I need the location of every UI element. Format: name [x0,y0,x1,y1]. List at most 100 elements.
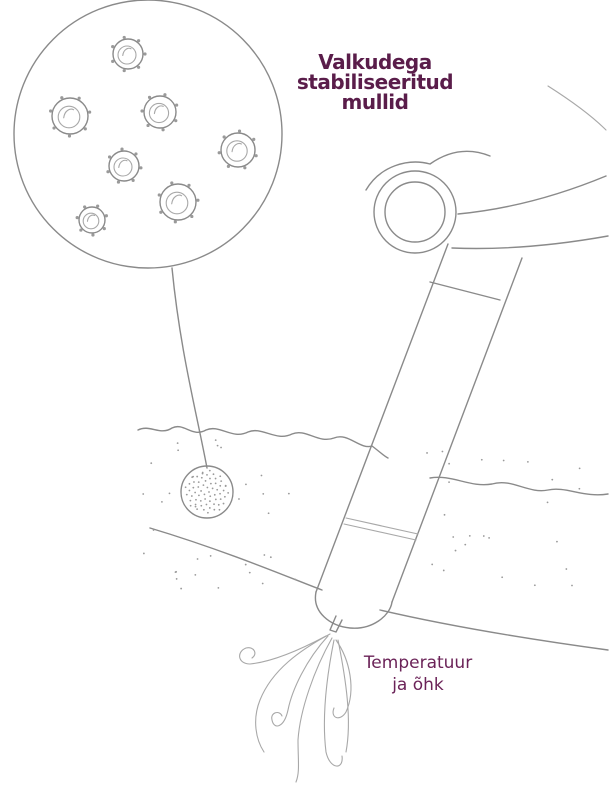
bubbles-label-line-2: stabiliseeritud [290,72,460,92]
foam-dot [443,570,445,572]
foam-dots [142,439,580,589]
sample-dot [220,498,222,500]
foam-dot [503,460,505,462]
protein-dot [163,93,166,96]
sample-dot [200,500,202,502]
protein-dot [148,96,151,99]
bubble-highlight [172,195,182,204]
protein-dot [68,134,71,137]
wand-pipe-lower-edge [452,236,608,249]
foam-dot [161,501,163,503]
protein-dot [106,170,109,173]
sample-dot [189,483,191,485]
outlet-label-line-1: Temperatuur [348,652,488,674]
protein-dot [123,36,126,39]
protein-dot [140,109,143,112]
sample-dot [220,480,222,482]
protein-dot [111,60,114,63]
swirl-2 [240,636,326,664]
magnifier-connector-line [172,268,207,468]
protein-dot [84,127,87,130]
sample-dot [204,498,206,500]
sample-dots [185,470,229,514]
wand-joint-line [430,282,500,300]
protein-dot [52,126,55,129]
protein-dot [137,39,140,42]
foam-dot [176,578,178,580]
wand-right-edge [392,258,522,602]
bubbles-label-line-3: mullid [290,92,460,112]
sample-dot [219,475,221,477]
sample-dot [216,489,218,491]
protein-dot [134,152,137,155]
protein-dot [111,45,114,48]
sample-dot [198,481,200,483]
protein-dot [159,211,162,214]
foam-dot [579,467,581,469]
protein-dot [143,52,146,55]
foam-dot [180,588,182,590]
foam-dot [501,576,503,578]
protein-dot [139,166,142,169]
foam-dot [175,571,177,573]
foam-dot [195,506,197,508]
foam-dot [150,462,152,464]
bubble-highlight [119,160,127,167]
foam-dot [245,564,247,566]
protein-dot [76,216,79,219]
sample-dot [219,493,221,495]
sample-dot [209,478,211,480]
sample-dot [209,507,211,509]
foam-dot [578,488,580,490]
protein-dot [174,119,177,122]
foam-dot [153,529,155,531]
sample-dot [209,495,211,497]
bubble [144,96,176,128]
sample-dot [195,499,197,501]
foam-dot [245,484,247,486]
foam-dot [169,492,171,494]
foam-dot [448,463,450,465]
protein-dot [123,69,126,72]
sample-dot [203,484,205,486]
bubble-group [49,36,258,237]
sample-dot [201,477,203,479]
foam-dot [431,564,433,566]
sample-dot [185,486,187,488]
sample-dot [215,478,217,480]
sample-dot [219,509,221,511]
sample-dot [227,492,229,494]
sample-dot [193,481,195,483]
sample-dot [223,490,225,492]
sample-dot [186,494,188,496]
foam-sample-circle [181,466,233,518]
foam-dot [442,451,444,453]
foam-dot [210,555,212,557]
sample-dot [202,472,204,474]
wand-band-line-1 [346,518,418,534]
foam-surface [138,427,388,458]
swirl-5 [338,640,348,752]
sample-dot [198,494,200,496]
protein-dot [252,138,255,141]
foam-dot [177,449,179,451]
sample-dot [194,492,196,494]
foam-dot [220,447,222,449]
foam-dot [261,475,263,477]
sample-dot [189,500,191,502]
bubble [113,39,143,69]
protein-dot [170,181,173,184]
protein-dot [103,227,106,230]
foam-dot [571,585,573,587]
foam-dot [455,550,457,552]
protein-dot [79,228,82,231]
protein-dot [223,135,226,138]
protein-dot [83,205,86,208]
bubble-highlight [232,144,241,152]
sample-dot [196,476,198,478]
foam-dot [483,535,485,537]
sample-dot [213,503,215,505]
swirl-3 [296,638,332,782]
sample-dot [206,474,208,476]
sample-dot [190,505,192,507]
